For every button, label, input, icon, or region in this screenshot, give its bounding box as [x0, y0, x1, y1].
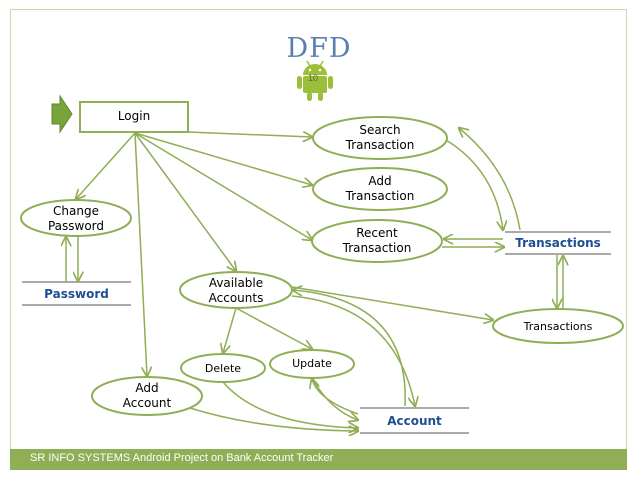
flow-login-change-password [76, 132, 136, 199]
flow-add-account-to-account [189, 407, 358, 431]
flow-account-to-update [312, 379, 359, 415]
add-transaction-node [312, 167, 448, 211]
password-store-label: Password [44, 287, 109, 301]
flow-accounts-to-delete [223, 307, 237, 353]
transactions-store-label: Transactions [515, 236, 601, 250]
flow-login-add-account [134, 132, 147, 376]
flow-delete-to-account [222, 381, 358, 428]
footer-bar [10, 449, 627, 470]
account-store-label: Account [387, 414, 442, 428]
entry-arrow-icon [51, 94, 73, 134]
flow-accounts-to-update [235, 307, 312, 349]
update-label: Update [292, 357, 332, 370]
flow-login-add-transaction [134, 132, 312, 185]
flow-available-to-account [291, 295, 415, 406]
flow-accounts-to-transactions [291, 286, 493, 320]
transactions-process-label: Transactions [523, 320, 593, 333]
login-label: Login [117, 109, 151, 123]
flow-search-to-transactions [445, 139, 503, 230]
flow-login-search [187, 131, 312, 137]
flow-update-to-account [311, 377, 358, 420]
flow-login-recent [134, 132, 312, 240]
android-logo-icon [297, 60, 333, 101]
transactions-store [505, 231, 611, 255]
page-number: 10 [307, 73, 318, 83]
footer-text: SR INFO SYSTEMS Android Project on Bank … [30, 452, 334, 464]
login-box [79, 101, 189, 133]
slide-title: DFD [286, 33, 352, 64]
delete-label: Delete [204, 362, 242, 375]
flow-account-to-available [293, 290, 406, 407]
flow-transactions-to-search [459, 128, 521, 231]
flow-login-available-accounts [134, 132, 236, 271]
